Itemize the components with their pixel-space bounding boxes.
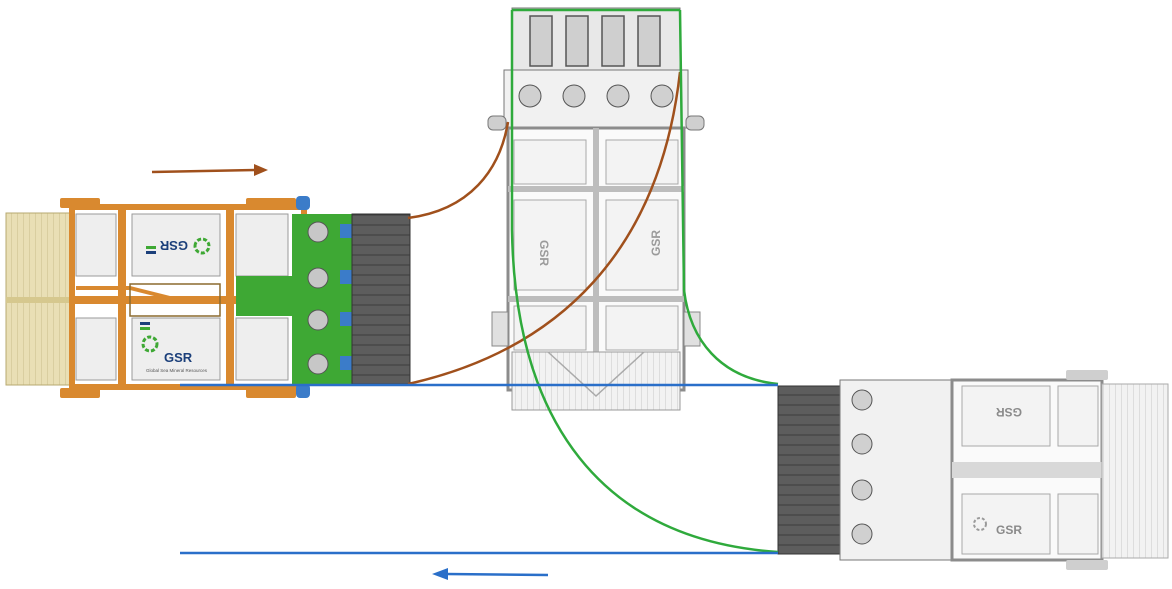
top-lower-tank: [606, 306, 678, 350]
left-bracket: [246, 388, 296, 398]
right-side-tank: [1058, 494, 1098, 554]
top-left-gsr-text: GSR: [537, 240, 551, 266]
left-side-tank: [76, 214, 116, 276]
left-bracket: [246, 198, 296, 208]
left-side-tank: [76, 318, 116, 380]
top-upper-tank: [606, 140, 678, 184]
brown-connector-upper: [408, 122, 508, 218]
top-side-bracket: [492, 312, 508, 346]
left-bottom-gsr-tagline: Global Sea Mineral Resources: [146, 368, 208, 373]
left-collector-divider: [6, 297, 74, 303]
left-aux-tank: [236, 318, 288, 380]
top-gsr-tank-right: [606, 200, 678, 290]
top-right-gsr-text: GSR: [649, 230, 663, 256]
left-arrow-icon: [432, 568, 548, 580]
left-hydraulic-block: [236, 276, 294, 316]
right-top-gsr-text: GSR: [996, 405, 1022, 419]
top-chassis-spine: [593, 128, 599, 390]
left-collector-vehicle: GSR GSR Global Sea Mineral Resources: [6, 196, 410, 398]
top-side-bracket: [684, 312, 700, 346]
left-aux-tank: [236, 214, 288, 276]
right-collector-vehicle: GSR GSR: [778, 370, 1168, 570]
right-bottom-gsr-text: GSR: [996, 523, 1022, 537]
right-nozzle-block: [778, 386, 840, 554]
top-side-lug: [686, 116, 704, 130]
left-chassis-rail: [118, 207, 126, 387]
right-side-tank: [1058, 386, 1098, 446]
top-upper-tank: [514, 140, 586, 184]
left-pipe-stub: [296, 196, 310, 210]
right-bracket: [1066, 370, 1108, 380]
right-center-linkage: [952, 462, 1102, 478]
top-collector-vehicle: GSR GSR: [488, 8, 704, 410]
right-collector-track: [1102, 384, 1168, 558]
green-connector-inner: [680, 10, 778, 384]
left-bottom-gsr-text: GSR: [164, 350, 193, 365]
left-bracket: [60, 388, 100, 398]
left-nozzle-block: [352, 214, 410, 384]
top-side-lug: [488, 116, 506, 130]
right-arrow-icon: [152, 164, 268, 176]
right-bracket: [1066, 560, 1108, 570]
left-top-gsr-text: GSR: [159, 238, 188, 253]
left-bracket: [60, 198, 100, 208]
